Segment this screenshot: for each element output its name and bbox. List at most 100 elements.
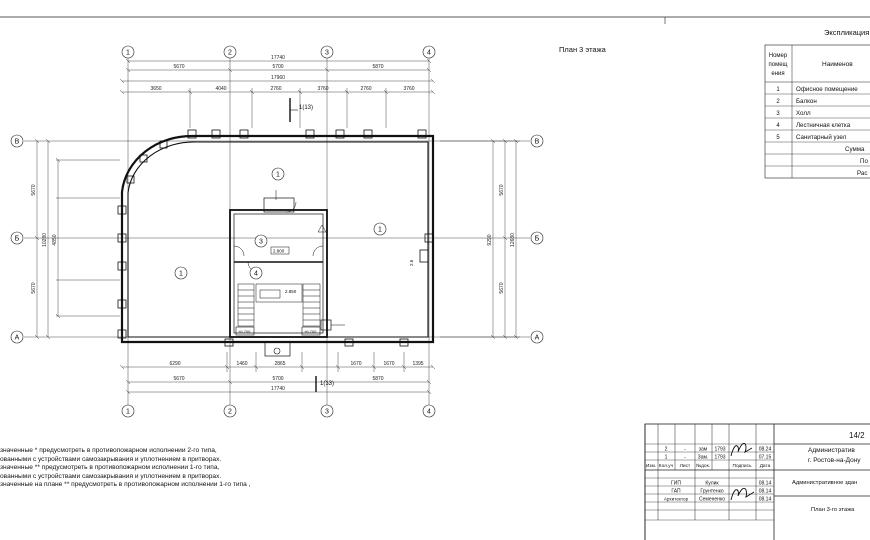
total-area: По [860,158,868,165]
axis-bubbles-top: 1 2 3 4 [121,45,436,59]
building-walls [117,129,435,357]
room-1-left: 1 [179,271,183,278]
note-line: значенные на плане ** предусмотреть в пр… [0,481,251,489]
axis-2-bottom: 2 [228,409,232,416]
note-line: значенные * предусмотреть в противопожар… [0,447,217,454]
col-number-h3: ения [771,71,784,77]
dim-bottom-detail: 1395 [412,361,423,367]
dim-bottom-detail: 1460 [236,361,247,367]
axis-bubbles-right: В Б А [530,134,544,344]
room-labels: 1 1 1 3 4 2.6 [174,167,414,280]
axis-grid [24,58,530,405]
rev-doc: 1793 [714,447,725,453]
axis-2-top: 2 [228,50,232,57]
dim-left-span: 5670 [31,282,37,293]
section-mark-top: 1(13) [289,98,313,122]
row-num: 2 [776,99,780,105]
side-tag: 2.6 [409,259,414,266]
head-list: Лист [680,463,691,469]
axis-bubbles-left: В Б А [10,134,24,344]
axis-b-left: Б [15,236,20,243]
dim-bottom-span: 5700 [272,376,283,382]
col-name-header: Наименов [822,61,853,68]
person-date: 08.14 [759,489,772,495]
level-right: +6.700 [304,329,317,334]
head-doc: №док. [696,463,710,469]
dim-detail: 2760 [270,86,281,92]
section-label-bottom: 1(13) [320,381,334,387]
notes-block: значенные * предусмотреть в противопожар… [0,447,251,490]
note-line: ованными с устройствами самозакрывания и… [0,472,222,480]
level-left: +6.700 [238,329,251,334]
rev-doc: 1793 [714,455,725,461]
row-name: Холл [796,110,811,117]
building-name: Административное здан [792,480,857,486]
rev-q: - [684,455,686,461]
rev-q: - [684,447,686,453]
person-role: Архитектор [664,497,689,502]
dim-left-mid: 4850 [52,234,58,245]
row-name: Лестничная клетка [796,122,851,129]
dim-detail: 2760 [360,86,371,92]
dim-bottom-span: 5870 [372,376,383,382]
room-1-top: 1 [276,172,280,179]
axis-1-bottom: 1 [126,409,130,416]
hall-tag: 2.800 [273,249,285,254]
person-role: ГАП [671,489,681,495]
axis-a-right: А [535,335,540,342]
room-4: 4 [254,271,258,278]
dim-right-total: 12680 [510,233,516,247]
sheet-name: План 3-го этажа [811,507,855,513]
axis-bubbles-bottom: 1 2 3 4 [121,404,436,418]
row-name: Офисное помещение [796,86,858,93]
axis-4-top: 4 [427,50,431,57]
dim-bottom-detail: 1670 [350,361,361,367]
title-block: 14/2 2 - зам 1793 08.24 1 - Зам. 1793 07… [644,423,870,540]
room-3: 3 [259,239,263,246]
dim-detail: 3760 [403,86,414,92]
row-name: Санитарный узел [796,134,847,141]
rev-kind: Зам. [698,455,709,461]
dim-bottom-detail: 1670 [383,361,394,367]
total-sum: Сумма [845,146,865,153]
note-line: значенные ** предусмотреть в противопожа… [0,464,220,472]
total-calc: Рас [857,170,867,177]
axis-b-right: Б [535,236,540,243]
col-number-h2: помещ [769,62,788,68]
dim-left-total: 10280 [42,233,48,247]
core-walls: +6.700 +6.700 2.800 2.850 [229,190,345,338]
axis-4-bottom: 4 [427,409,431,416]
sheet-code: 14/2 [849,431,865,440]
explication-table: Экспликация Номер помещ ения Наименов 1 … [764,28,870,179]
axis-v-left: В [15,139,20,146]
section-label-top: 1(13) [299,105,313,111]
person-role: ГИП [671,481,681,487]
signature-scribble [730,487,755,501]
dimension-lines [34,58,520,395]
head-izm: Изм. [646,463,656,469]
axis-3-top: 3 [325,50,329,57]
row-num: 3 [776,111,780,117]
dim-detail: 3650 [150,86,161,92]
rev-date: 08.24 [759,447,772,453]
dim-bottom-span: 5670 [173,376,184,382]
dim-total-top: 17740 [271,55,285,61]
room-1-right: 1 [378,227,382,234]
dim-bottom-total: 17740 [271,386,285,392]
dim-span: 5670 [173,64,184,70]
dim-detail: 4040 [215,86,226,92]
person-name: Семененко [699,497,725,503]
dim-total-outer: 17960 [271,75,285,81]
dim-right-mid: 9290 [487,234,493,245]
axis-a-left: А [15,335,20,342]
dim-span: 5700 [272,64,283,70]
head-koluch: Кол.уч [659,463,674,469]
dim-span: 5870 [372,64,383,70]
section-mark-bottom: 1(13) [315,376,334,392]
axis-v-right: В [535,139,540,146]
signature-scribble [730,442,753,457]
dim-detail: 3760 [317,86,328,92]
stair-tag: 2.850 [285,289,297,294]
row-num: 5 [776,135,780,141]
